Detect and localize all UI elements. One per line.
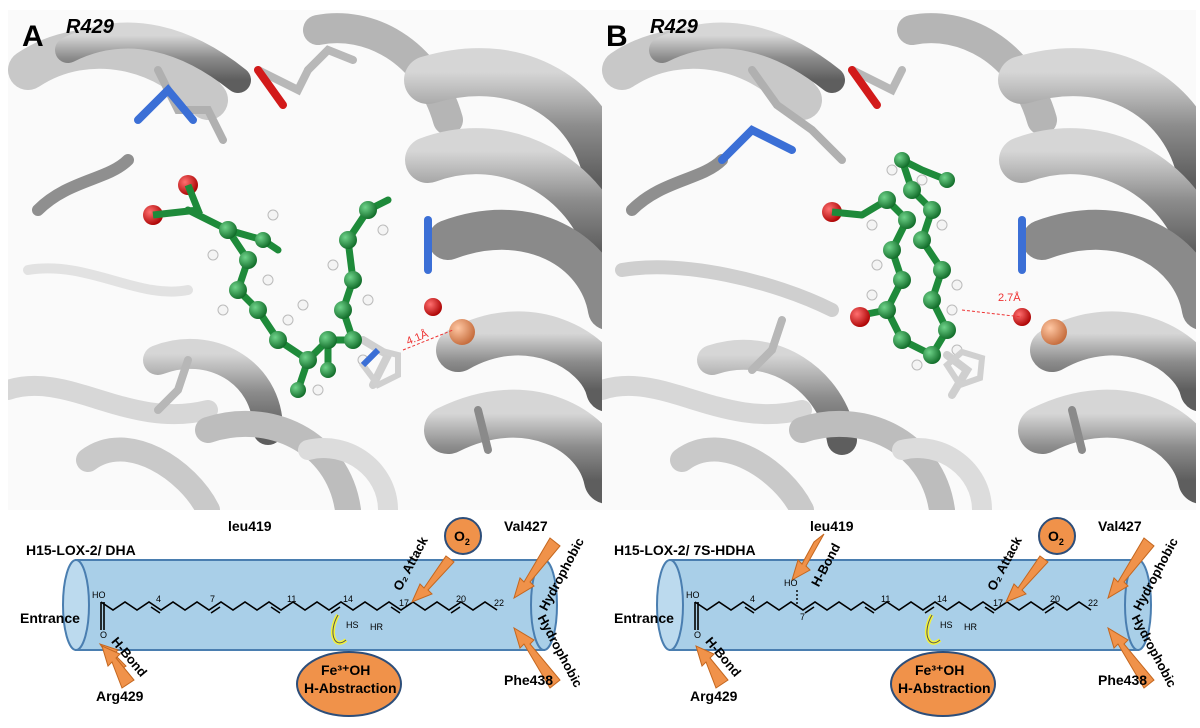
carbon-4: 4: [750, 594, 756, 604]
hs-label: HS: [940, 620, 953, 630]
hydroxyl-label: HO: [686, 590, 700, 600]
protein-structure-b: [602, 13, 1196, 510]
h-abstraction-label: H-Abstraction: [898, 680, 991, 696]
fe-label: Fe³⁺OH: [321, 662, 371, 678]
fe-label: Fe³⁺OH: [915, 662, 965, 678]
carbon-7: 7: [800, 612, 806, 622]
carbon-17: 17: [993, 598, 1004, 608]
binding-scheme-b: H15-LOX-2/ 7S-HDHA leu419 Val427 Phe438 …: [602, 512, 1196, 723]
carbonyl-oxygen-label: O: [694, 630, 702, 640]
scheme-drawing-b: [656, 517, 1155, 717]
carbon-14: 14: [343, 594, 354, 604]
phe-label: Phe438: [1098, 672, 1148, 688]
h-abstraction-label: H-Abstraction: [304, 680, 397, 696]
o2-label: O2: [454, 528, 470, 547]
distance-label: 2.7Å: [998, 292, 1021, 304]
carbonyl-oxygen-label: O: [100, 630, 108, 640]
structure-panel-a: A R429 4.1Å: [8, 10, 602, 510]
carbon-20: 20: [456, 594, 467, 604]
hydroxyl-label: HO: [92, 590, 106, 600]
residue-label: R429: [66, 16, 114, 38]
arg-label: Arg429: [690, 688, 738, 704]
arg-label: Arg429: [96, 688, 144, 704]
val-label: Val427: [504, 518, 548, 534]
carbon-22: 22: [494, 598, 505, 608]
leu-label: leu419: [228, 518, 272, 534]
carbon-14: 14: [937, 594, 948, 604]
binding-scheme-a: H15-LOX-2/ DHA leu419 Val427 Phe438 Arg4…: [8, 512, 602, 723]
scheme-title: H15-LOX-2/ DHA: [26, 542, 136, 558]
residue-label: R429: [650, 16, 698, 38]
panel-label: B: [606, 20, 628, 53]
protein-structure-a: [8, 13, 602, 510]
o2-label: O2: [1048, 528, 1064, 547]
val-label: Val427: [1098, 518, 1142, 534]
carbon-7: 7: [210, 594, 216, 604]
scheme-title: H15-LOX-2/ 7S-HDHA: [614, 542, 756, 558]
carbon-17: 17: [399, 598, 410, 608]
leu-label: leu419: [810, 518, 854, 534]
panel-label: A: [22, 20, 44, 53]
hydroxyl-7-label: HO: [784, 578, 798, 588]
carbon-11: 11: [287, 594, 297, 604]
carbon-11: 11: [881, 594, 891, 604]
structure-panel-b: B R429 2.7Å: [602, 10, 1196, 510]
carbon-20: 20: [1050, 594, 1061, 604]
hs-label: HS: [346, 620, 359, 630]
phe-label: Phe438: [504, 672, 554, 688]
carbon-22: 22: [1088, 598, 1099, 608]
hr-label: HR: [370, 622, 383, 632]
carbon-4: 4: [156, 594, 162, 604]
scheme-drawing-a: [62, 517, 561, 717]
entrance-label: Entrance: [20, 610, 80, 626]
entrance-label: Entrance: [614, 610, 674, 626]
hr-label: HR: [964, 622, 977, 632]
